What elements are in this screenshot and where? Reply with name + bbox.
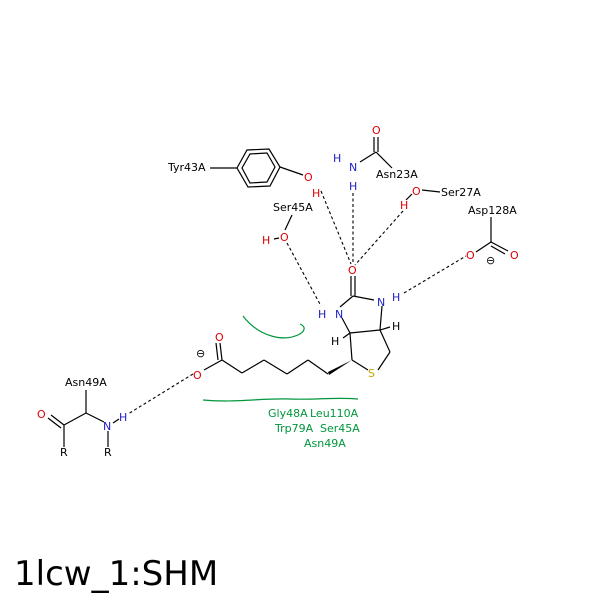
asn23a-hydrogen-1: H <box>333 152 341 165</box>
ligand-nitrogen-1: N <box>335 308 343 321</box>
asn49a-residue: Asn49A O N H R R <box>37 376 127 459</box>
asn49a-oxygen: O <box>37 408 46 421</box>
asn49a-hydrogen: H <box>119 411 127 424</box>
hbond-ligand-nh-asp128a <box>403 255 467 294</box>
asn23a-nitrogen: N <box>349 161 357 174</box>
tyr43a-oxygen: O <box>304 171 313 184</box>
ser45a-oxygen: O <box>280 231 289 244</box>
hbond-tyr43a-carbonyl <box>320 190 352 265</box>
hydrophobic-arc-lower <box>202 397 359 402</box>
asn23a-hydrogen-2: H <box>349 180 357 193</box>
ser45a-hydrogen: H <box>262 234 270 247</box>
asp128a-label: Asp128A <box>468 204 517 217</box>
ligand-nitrogen-1-hydrogen: H <box>318 308 326 321</box>
asn23a-residue: O N H H Asn23A <box>333 124 418 193</box>
ligand-nitrogen-2-hydrogen: H <box>392 291 400 304</box>
ser45a-label: Ser45A <box>273 201 313 214</box>
asn49a-nitrogen: N <box>103 420 111 433</box>
asp128a-charge: ⊖ <box>486 254 495 267</box>
hydrophobic-label-trp79a: Trp79A <box>274 422 314 435</box>
tyr43a-hydrogen: H <box>312 187 320 200</box>
tyr43a-residue: Tyr43A O H <box>167 148 320 200</box>
hydrogen-bonds <box>127 190 467 415</box>
asn49a-label: Asn49A <box>65 376 107 389</box>
hydrophobic-arc-upper <box>242 315 305 339</box>
asp128a-oxygen-2: O <box>510 249 519 262</box>
asn23a-oxygen: O <box>372 124 381 137</box>
hbond-ser45a-ligand-nh <box>286 242 322 307</box>
tyr43a-label: Tyr43A <box>167 161 206 174</box>
ligand-carbonyl-oxygen: O <box>348 264 357 277</box>
hydrophobic-label-gly48a: Gly48A <box>268 407 308 420</box>
ser27a-residue: O H Ser27A <box>400 185 481 212</box>
hydrophobic-label-ser45a: Ser45A <box>320 422 360 435</box>
hydrophobic-contacts: Gly48A Leu110A Trp79A Ser45A Asn49A <box>202 315 360 450</box>
ligand: O N H N H H H S O O ⊖ <box>193 264 400 382</box>
ser45a-residue: Ser45A O H <box>262 201 313 247</box>
asp128a-residue: Asp128A O O ⊖ <box>466 204 519 267</box>
hbond-carboxyl-asn49a <box>127 373 194 415</box>
asp128a-oxygen-1: O <box>466 249 475 262</box>
asn49a-r-group-1: R <box>60 446 68 459</box>
ligand-nitrogen-2: N <box>377 296 385 309</box>
ser27a-hydrogen: H <box>400 199 408 212</box>
ligand-stereo-hydrogen-2: H <box>392 320 400 333</box>
asn23a-label: Asn23A <box>376 168 418 181</box>
ligand-sulfur: S <box>368 367 375 380</box>
diagram-caption: 1lcw_1:SHM <box>14 554 218 594</box>
hbond-ser27a-carbonyl <box>354 210 404 266</box>
ligand-carboxyl-charge: ⊖ <box>196 347 205 360</box>
hydrophobic-label-leu110a: Leu110A <box>310 407 359 420</box>
asn49a-r-group-2: R <box>104 446 112 459</box>
ligand-carboxyl-oxygen-2: O <box>193 369 202 382</box>
ser27a-oxygen: O <box>412 185 421 198</box>
hydrophobic-label-asn49a: Asn49A <box>304 437 346 450</box>
ligand-stereo-hydrogen-1: H <box>331 335 339 348</box>
ligand-carboxyl-oxygen-1: O <box>215 331 224 344</box>
ser27a-label: Ser27A <box>441 186 481 199</box>
